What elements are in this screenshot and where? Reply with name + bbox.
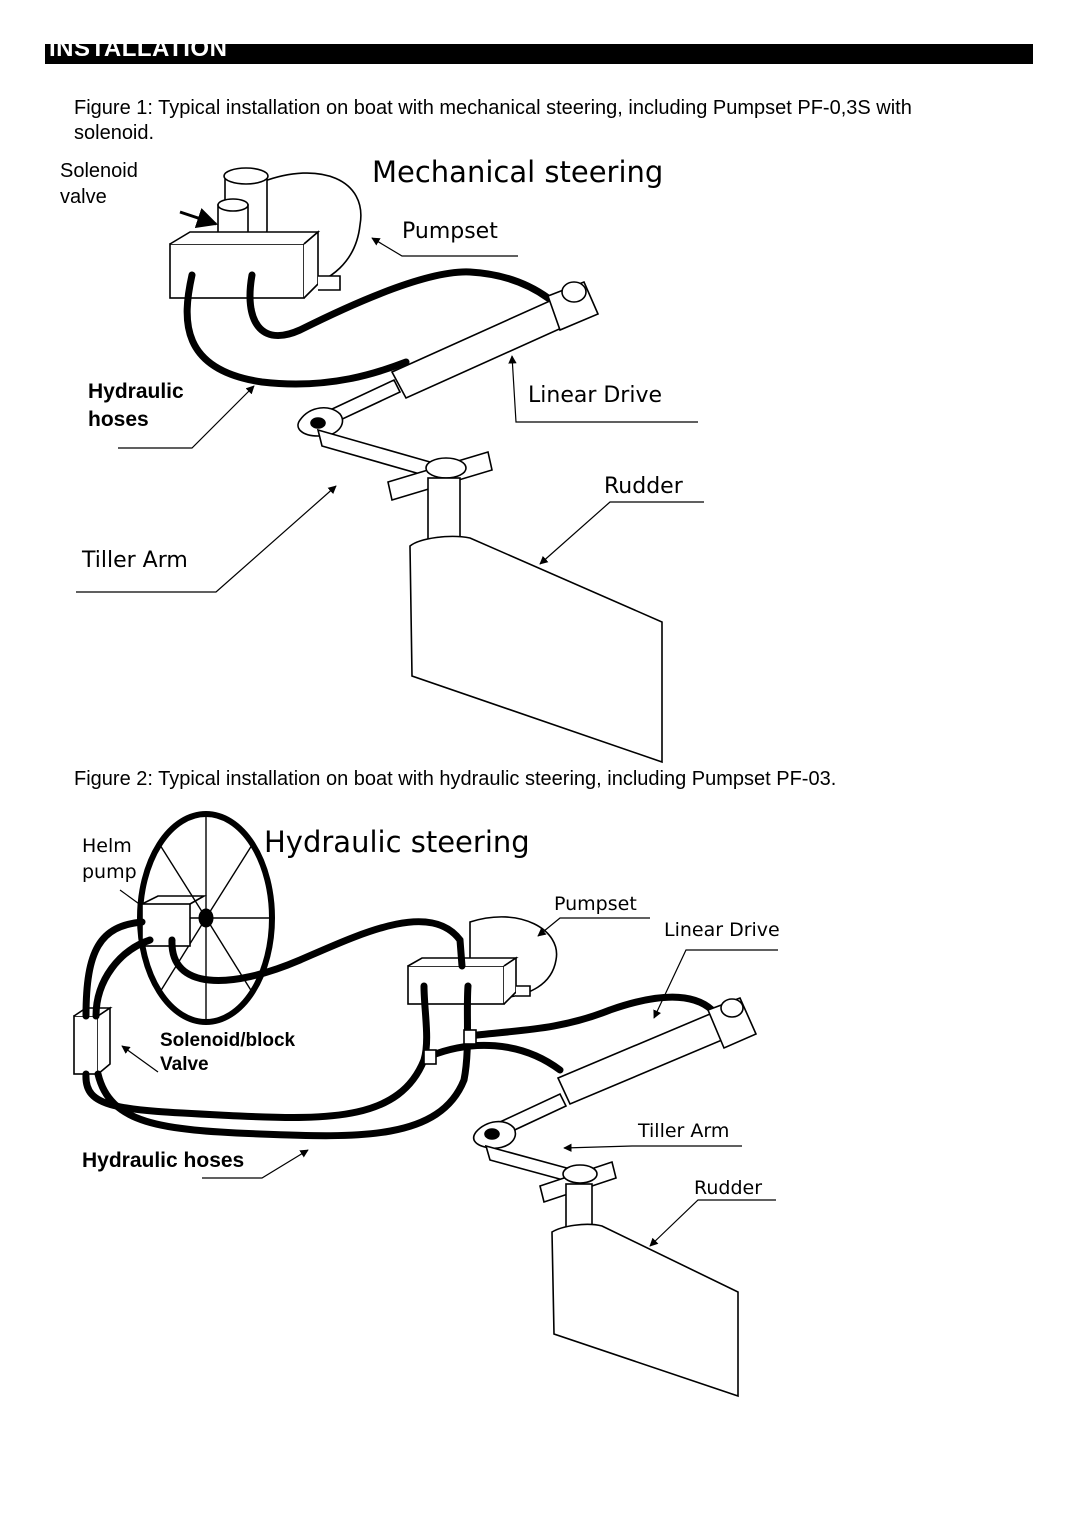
- figure-1-caption: Figure 1: Typical installation on boat w…: [74, 97, 912, 144]
- solenoid-block-label-1: Solenoid/block: [160, 1030, 296, 1051]
- hydraulic-hoses-1-label-2: hoses: [88, 408, 149, 431]
- hydraulic-steering-diagram: Hydraulic steering Helm pump: [73, 811, 780, 1398]
- linear-drive-1-label: Linear Drive: [528, 383, 662, 408]
- hydraulic-hoses-1-label-1: Hydraulic: [88, 380, 184, 403]
- pumpset-1-label: Pumpset: [402, 219, 498, 244]
- hydraulic-hoses-2-label: Hydraulic hoses: [82, 1149, 244, 1172]
- tiller-arm-2-label: Tiller Arm: [637, 1120, 729, 1142]
- solenoid-valve-label-1: Solenoid: [60, 160, 138, 182]
- pumpset-2-label: Pumpset: [554, 893, 637, 915]
- linear-drive-2-label: Linear Drive: [664, 919, 780, 941]
- tiller-arm-1-label: Tiller Arm: [81, 548, 188, 573]
- helm-pump-label-2: pump: [82, 861, 137, 883]
- mechanical-steering-diagram: Mechanical steering Solenoid valve Pumps…: [60, 155, 704, 764]
- helm-wheel-drawing: [137, 811, 275, 1025]
- rudder-2-label: Rudder: [694, 1177, 762, 1199]
- tiller-arm-1-drawing: [316, 428, 493, 552]
- linear-drive-1-drawing: [297, 280, 600, 437]
- solenoid-block-valve-drawing: [73, 1006, 113, 1075]
- pumpset-1-drawing: [169, 167, 362, 299]
- section-header-bar: INSTALLATION: [45, 44, 1033, 64]
- figure-2-caption: Figure 2: Typical installation on boat w…: [74, 768, 837, 790]
- section-title: INSTALLATION: [49, 44, 228, 62]
- tiller-arm-2-drawing: [484, 1144, 617, 1233]
- helm-pump-label-1: Helm: [82, 835, 132, 857]
- rudder-2-drawing: [551, 1223, 739, 1398]
- linear-drive-2-drawing: [423, 996, 758, 1150]
- rudder-1-label: Rudder: [604, 474, 684, 499]
- hydraulic-hoses-1: [183, 268, 552, 388]
- solenoid-valve-label-2: valve: [60, 186, 107, 208]
- solenoid-block-label-2: Valve: [160, 1054, 209, 1075]
- pumpset-2-drawing: [407, 916, 558, 1005]
- hydraulic-hoses-2: [82, 918, 716, 1140]
- figure-2-title: Hydraulic steering: [264, 825, 530, 859]
- figure-1-title: Mechanical steering: [372, 155, 663, 189]
- rudder-1-drawing: [409, 535, 663, 764]
